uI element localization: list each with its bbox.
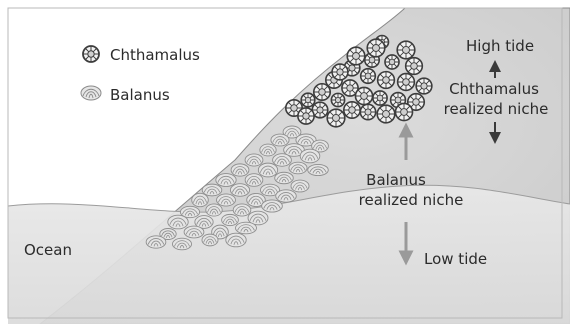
chthamalus-barnacle — [378, 72, 395, 89]
balanus-barnacle — [245, 154, 263, 166]
balanus-barnacle — [291, 180, 309, 192]
high-tide-label: High tide — [466, 37, 534, 55]
chthamalus-barnacle — [360, 104, 375, 119]
balanus-barnacle — [233, 204, 251, 216]
chthamalus-barnacle — [361, 69, 376, 84]
chthamalus-niche-label-line2: realized niche — [444, 100, 549, 118]
balanus-barnacle — [260, 144, 276, 156]
chthamalus-barnacle-icon — [83, 46, 99, 62]
balanus-barnacle — [271, 134, 289, 146]
balanus-barnacle — [245, 174, 263, 187]
balanus-barnacle — [217, 194, 236, 206]
legend-label-balanus: Balanus — [110, 86, 170, 104]
balanus-barnacle — [192, 193, 209, 206]
chthamalus-barnacle — [298, 108, 314, 124]
chthamalus-barnacle — [355, 87, 372, 104]
balanus-barnacle — [275, 172, 294, 183]
balanus-barnacle — [230, 184, 249, 197]
balanus-barnacle — [168, 215, 188, 229]
balanus-barnacle — [184, 226, 204, 238]
balanus-barnacle — [146, 236, 166, 248]
chthamalus-barnacle — [416, 78, 432, 94]
balanus-barnacle — [258, 163, 277, 177]
chthamalus-barnacle — [331, 93, 344, 106]
balanus-barnacle — [236, 222, 257, 234]
chthamalus-barnacle — [385, 55, 399, 69]
balanus-barnacle — [226, 233, 246, 247]
low-tide-label: Low tide — [424, 250, 487, 268]
ocean-label: Ocean — [24, 241, 72, 259]
balanus-barnacle — [202, 184, 222, 196]
balanus-barnacle — [289, 162, 307, 174]
balanus-barnacle — [273, 154, 292, 167]
chthamalus-niche-label-line1: Chthamalus — [449, 80, 539, 98]
chthamalus-barnacle — [332, 64, 348, 80]
chthamalus-barnacle — [314, 84, 330, 100]
chthamalus-barnacle — [367, 39, 385, 57]
chthamalus-barnacle — [398, 74, 415, 91]
chthamalus-barnacle — [406, 58, 423, 75]
balanus-barnacle-icon — [81, 86, 101, 100]
balanus-barnacle — [172, 238, 191, 250]
chthamalus-barnacle — [301, 93, 315, 107]
balanus-barnacle — [308, 164, 329, 175]
chthamalus-barnacle — [327, 109, 345, 127]
chthamalus-barnacle — [395, 103, 412, 120]
legend-label-chthamalus: Chthamalus — [110, 46, 200, 64]
balanus-barnacle — [216, 174, 236, 187]
chthamalus-barnacle — [344, 102, 360, 118]
balanus-barnacle — [300, 149, 320, 163]
balanus-barnacle — [231, 164, 249, 176]
balanus-niche-label-line1: Balanus — [366, 171, 426, 189]
balanus-niche-label-line2: realized niche — [359, 191, 464, 209]
balanus-barnacle — [202, 234, 218, 246]
chthamalus-barnacle — [347, 47, 365, 65]
balanus-barnacle — [276, 190, 297, 202]
chthamalus-barnacle — [377, 105, 395, 123]
legend: Chthamalus Balanus — [81, 46, 200, 104]
chthamalus-barnacle — [397, 41, 415, 59]
balanus-barnacle — [206, 204, 222, 216]
balanus-barnacle — [262, 200, 283, 212]
balanus-barnacle — [222, 214, 239, 225]
chthamalus-barnacle — [373, 91, 387, 105]
